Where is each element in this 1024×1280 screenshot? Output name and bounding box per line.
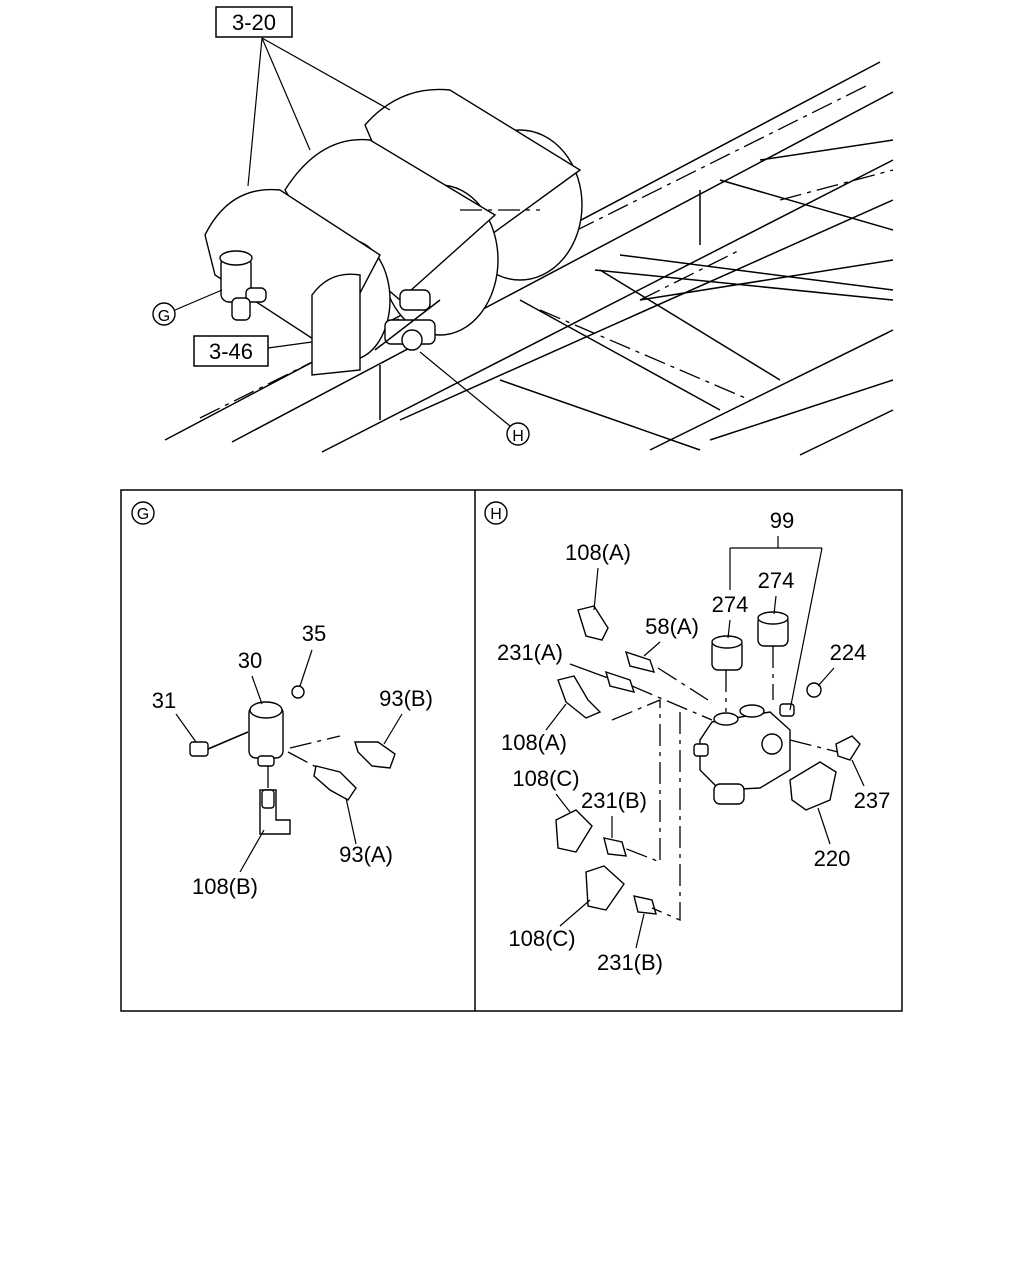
callout-h-circle [506,422,530,446]
ref-box-3-46 [193,335,269,367]
label-108c-upper: 108(C) [512,766,579,791]
detail-panel-h: H 99 1 [484,501,891,975]
label-237: 237 [854,788,891,813]
part-35-washer [291,685,305,699]
panel-h-marker: H [490,506,502,523]
ref-box-3-20 [215,6,293,38]
label-108c-lower: 108(C) [508,926,575,951]
label-93b: 93(B) [379,686,433,711]
part-108a-upper [577,605,609,641]
detail-panel-g: G 35 30 31 93(B) 93(A) 108(B) [131,501,433,899]
label-58a: 58(A) [645,614,699,639]
part-224-nut [806,682,822,698]
part-231b-lower [633,895,657,915]
callout-g-letter: G [158,308,170,325]
label-274-right: 274 [758,568,795,593]
part-58a [624,650,656,673]
label-93a: 93(A) [339,842,393,867]
panel-g-marker-circle [131,501,155,525]
callout-g-circle [152,302,176,326]
part-231a [604,670,636,693]
part-220 [789,761,837,811]
label-231a: 231(A) [497,640,563,665]
ref-label-3-46: 3-46 [209,339,253,364]
label-99: 99 [770,508,794,533]
ref-label-3-20: 3-20 [232,10,276,35]
label-108a-lower: 108(A) [501,730,567,755]
label-231b-lower: 231(B) [597,950,663,975]
part-237 [835,735,861,761]
panel-g-marker: G [137,506,149,523]
label-274-left: 274 [712,592,749,617]
label-224: 224 [830,640,867,665]
part-231b-upper [603,837,627,857]
panel-h-marker-circle [484,501,508,525]
part-108a-lower [557,675,602,719]
label-231b-upper: 231(B) [581,788,647,813]
part-108c-upper [555,809,593,853]
part-93b-fitting [354,741,396,769]
label-35: 35 [302,621,326,646]
detail-panels-frame [120,489,903,1012]
overview-drawing: 3-20 3-46 G H [152,6,894,456]
callout-h-letter: H [512,428,524,445]
label-108b: 108(B) [192,874,258,899]
label-30: 30 [238,648,262,673]
part-93a-fitting [313,765,357,801]
label-108a-upper: 108(A) [565,540,631,565]
label-31: 31 [152,688,176,713]
part-31-bolt [189,741,209,757]
label-220: 220 [814,846,851,871]
part-108c-lower [585,865,625,911]
